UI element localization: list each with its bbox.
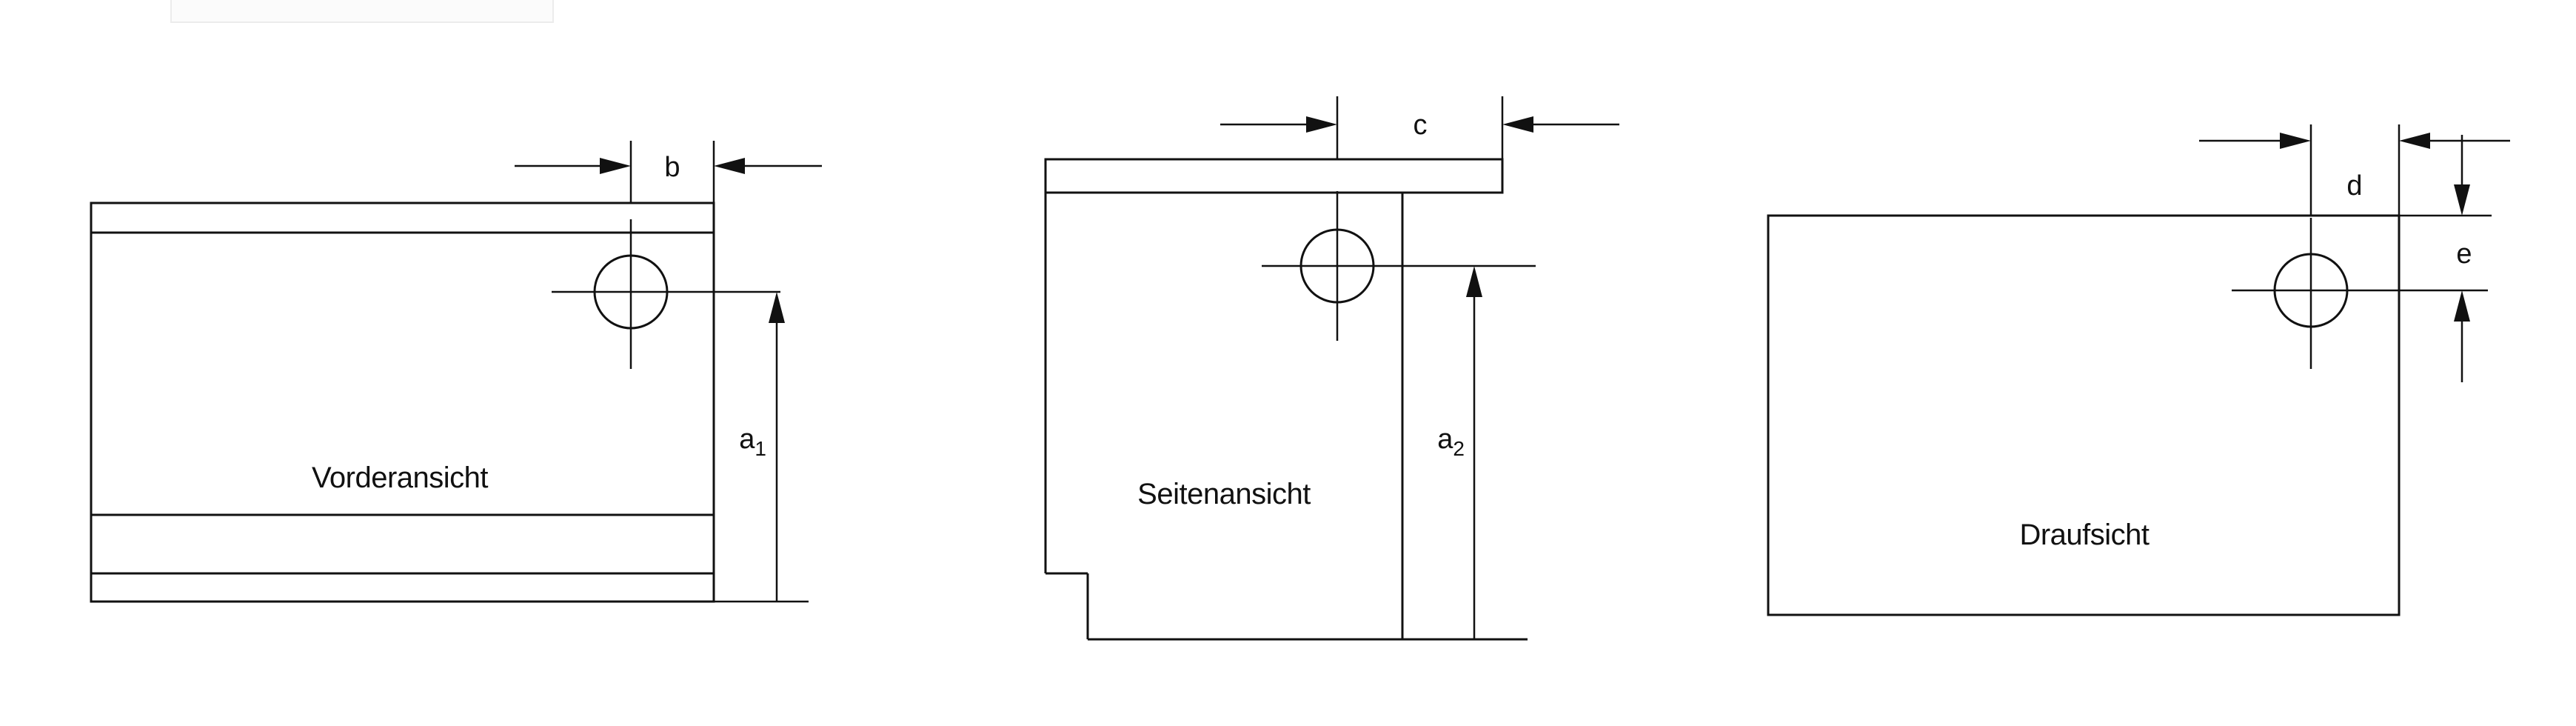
dim-c-arrowhead-left-pointing-icon xyxy=(1502,116,1533,133)
dim-a1-arrowhead-up-icon xyxy=(769,292,785,323)
dim-a1-base: a xyxy=(739,424,755,455)
dim-d-label: d xyxy=(2346,170,2362,202)
side-view: c a2 Seitenansicht xyxy=(1044,96,1619,641)
dimension-b: b xyxy=(515,141,822,203)
dim-d-arrowhead-right-pointing-icon xyxy=(2280,133,2311,149)
top-left-artifact-box xyxy=(170,0,554,23)
dim-a2-subscript: 2 xyxy=(1453,437,1465,460)
dim-e-label: e xyxy=(2456,239,2472,270)
dim-e-arrowhead-up-icon xyxy=(2454,290,2470,322)
top-outline xyxy=(1767,214,2401,616)
side-view-label: Seitenansicht xyxy=(1137,478,1311,510)
dim-c-label: c xyxy=(1414,110,1428,141)
dim-e-arrowhead-down-icon xyxy=(2454,184,2470,216)
dimension-e: e xyxy=(2399,135,2492,382)
dim-a1-subscript: 1 xyxy=(755,437,766,460)
dim-a1-label: a1 xyxy=(739,424,766,460)
dim-a2-label: a2 xyxy=(1437,424,1465,460)
top-view-label: Draufsicht xyxy=(2019,519,2149,551)
front-outline xyxy=(90,202,715,603)
dim-b-arrowhead-right-pointing-icon xyxy=(600,158,631,174)
dim-a2-base: a xyxy=(1437,424,1453,455)
dim-d-arrowhead-left-pointing-icon xyxy=(2399,133,2430,149)
dimension-a2: a2 xyxy=(1437,266,1482,639)
side-flange-outline xyxy=(1044,158,1504,194)
dim-b-arrowhead-left-pointing-icon xyxy=(714,158,745,174)
front-view: b a1 Vorderansicht xyxy=(90,141,822,603)
dim-a2-arrowhead-up-icon xyxy=(1466,266,1482,297)
dimension-a1: a1 xyxy=(714,292,809,603)
dim-c-arrowhead-right-pointing-icon xyxy=(1306,116,1337,133)
top-view: d e Draufsicht xyxy=(1767,124,2510,616)
dimension-c: c xyxy=(1220,96,1619,159)
dim-b-label: b xyxy=(664,152,680,183)
front-view-label: Vorderansicht xyxy=(312,462,488,494)
dimension-d: d xyxy=(2199,124,2510,216)
